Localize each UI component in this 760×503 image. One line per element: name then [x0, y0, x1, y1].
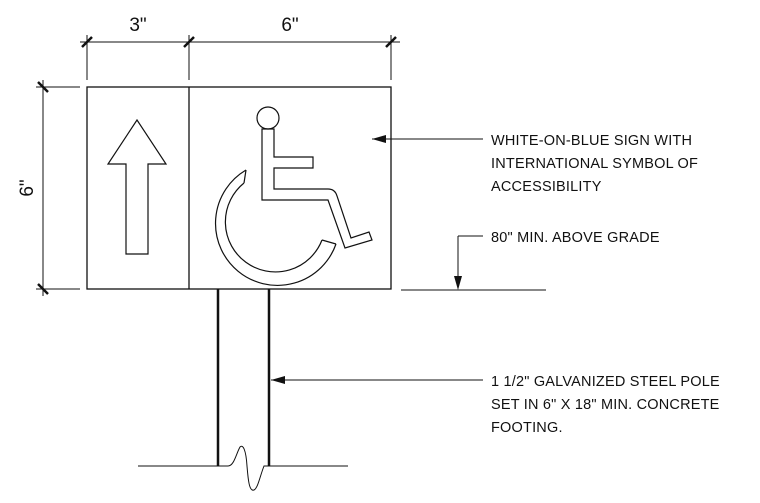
- sign-note-line-2: INTERNATIONAL SYMBOL OF: [491, 156, 698, 172]
- top-dimension: 3" 6": [80, 15, 400, 80]
- left-dimension: 6": [17, 80, 80, 296]
- pole-note-leader: [271, 376, 483, 384]
- height-note-leader: [401, 235, 546, 291]
- steel-pole: [216, 289, 271, 466]
- dimension-height: 6": [17, 179, 38, 196]
- sign-panel: [86, 86, 392, 290]
- pole-note-line-1: 1 1/2" GALVANIZED STEEL POLE: [491, 374, 720, 390]
- pole-note: 1 1/2" GALVANIZED STEEL POLE SET IN 6" X…: [491, 374, 720, 436]
- height-note: 80" MIN. ABOVE GRADE: [491, 230, 660, 246]
- sign-note-line-3: ACCESSIBILITY: [491, 179, 602, 195]
- sign-note-leader: [372, 135, 483, 143]
- pole-note-line-2: SET IN 6" X 18" MIN. CONCRETE: [491, 397, 720, 413]
- grade-line: [138, 445, 348, 491]
- sign-note: WHITE-ON-BLUE SIGN WITH INTERNATIONAL SY…: [491, 133, 698, 195]
- sign-note-line-1: WHITE-ON-BLUE SIGN WITH: [491, 133, 692, 149]
- up-arrow-icon: [106, 118, 168, 255]
- dimension-width-arrow-panel: 3": [129, 15, 146, 36]
- pole-note-line-3: FOOTING.: [491, 420, 563, 436]
- wheelchair-accessibility-icon: [214, 106, 373, 286]
- dimension-width-symbol-panel: 6": [281, 15, 298, 36]
